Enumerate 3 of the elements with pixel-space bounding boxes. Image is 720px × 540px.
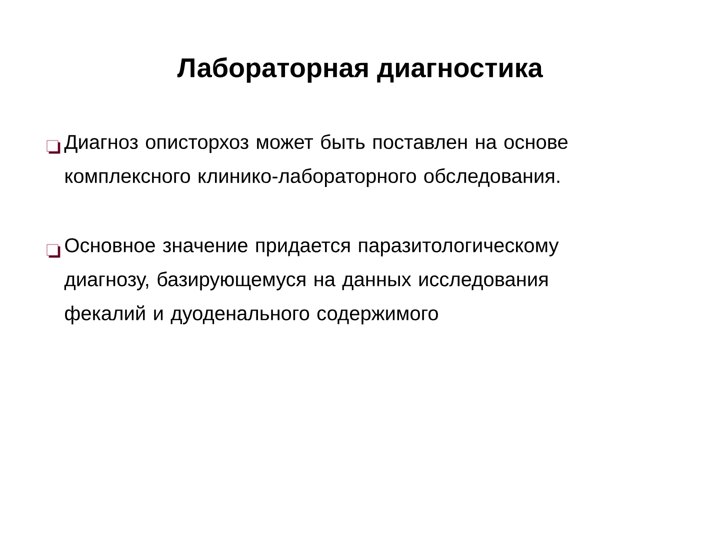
slide-title: Лабораторная диагностика	[177, 57, 544, 83]
bullet-text: Основное значение придается паразитологическому диагнозу, базирующемуся на данных исследования фекалий и дуоденального содержимого	[64, 238, 559, 324]
bullet-text: Диагноз описторхоз может быть поставлен на основе комплексного клинико-лабораторного обследования.	[64, 134, 568, 188]
